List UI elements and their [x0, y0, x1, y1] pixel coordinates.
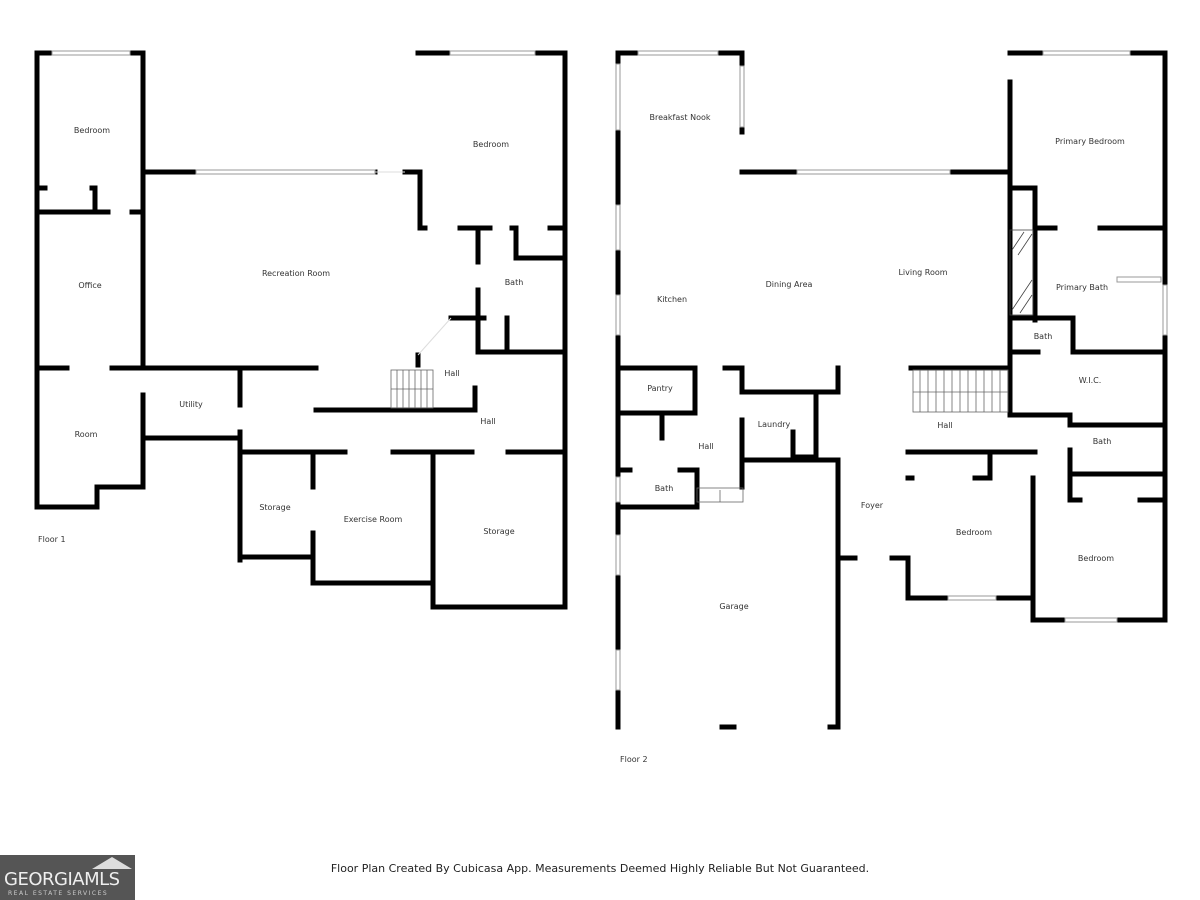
window	[615, 534, 621, 576]
room-label: Hall	[698, 442, 713, 451]
room-label: Utility	[179, 400, 203, 409]
room-label: Kitchen	[657, 295, 687, 304]
window	[947, 595, 997, 601]
floor1-stairs	[390, 369, 434, 409]
window	[796, 169, 951, 175]
room-label: Exercise Room	[344, 515, 403, 524]
floor1-label: Floor 1	[38, 535, 66, 544]
window	[615, 649, 621, 691]
roof-icon	[92, 857, 132, 869]
garage-steps	[696, 487, 744, 503]
room-label: Hall	[480, 417, 495, 426]
room-label: Primary Bath	[1056, 283, 1108, 292]
window	[1042, 50, 1131, 56]
window	[637, 50, 719, 56]
floor2-label: Floor 2	[620, 755, 648, 764]
room-label: Office	[78, 281, 101, 290]
room-label: Garage	[719, 602, 748, 611]
window	[51, 50, 131, 56]
floor1-plan: Bedroom Office Room Recreation Room Util…	[34, 50, 568, 610]
logo-main-text: GEORGIAMLS	[4, 869, 120, 890]
disclaimer: Floor Plan Created By Cubicasa App. Meas…	[330, 862, 870, 875]
fireplace-hatch	[1009, 229, 1034, 316]
room-label: Pantry	[647, 384, 673, 393]
floor1-walls	[34, 50, 568, 610]
room-label: Bath	[655, 484, 674, 493]
bath-counter	[1116, 276, 1162, 283]
floor2-plan: Breakfast Nook Kitchen Dining Area Livin…	[615, 50, 1168, 764]
window	[739, 65, 745, 128]
room-label: Recreation Room	[262, 269, 330, 278]
room-label: Laundry	[758, 420, 791, 429]
window	[449, 50, 536, 56]
floor2-walls	[615, 50, 1168, 730]
window	[1162, 284, 1168, 336]
window	[615, 476, 621, 503]
window	[615, 63, 621, 131]
room-label: Bath	[505, 278, 524, 287]
room-label: W.I.C.	[1079, 376, 1102, 385]
room-label: Storage	[483, 527, 514, 536]
window	[1064, 617, 1118, 623]
georgia-mls-logo: GEORGIAMLS REAL ESTATE SERVICES	[0, 855, 135, 900]
room-label: Bath	[1093, 437, 1112, 446]
logo-sub-text: REAL ESTATE SERVICES	[8, 890, 109, 897]
room-label: Bath	[1034, 332, 1053, 341]
window	[195, 169, 376, 175]
room-label: Living Room	[898, 268, 947, 277]
room-label: Dining Area	[766, 280, 813, 289]
room-label: Foyer	[861, 501, 884, 510]
room-label: Storage	[259, 503, 290, 512]
doorway	[417, 317, 452, 356]
window	[615, 294, 621, 336]
room-label: Breakfast Nook	[649, 113, 710, 122]
room-label: Hall	[937, 421, 952, 430]
room-label: Bedroom	[473, 140, 509, 149]
window	[615, 204, 621, 251]
room-label: Primary Bedroom	[1055, 137, 1125, 146]
room-label: Hall	[444, 369, 459, 378]
room-label: Bedroom	[1078, 554, 1114, 563]
floor2-stairs	[912, 369, 1009, 413]
room-label: Bedroom	[74, 126, 110, 135]
room-label: Bedroom	[956, 528, 992, 537]
room-label: Room	[75, 430, 98, 439]
